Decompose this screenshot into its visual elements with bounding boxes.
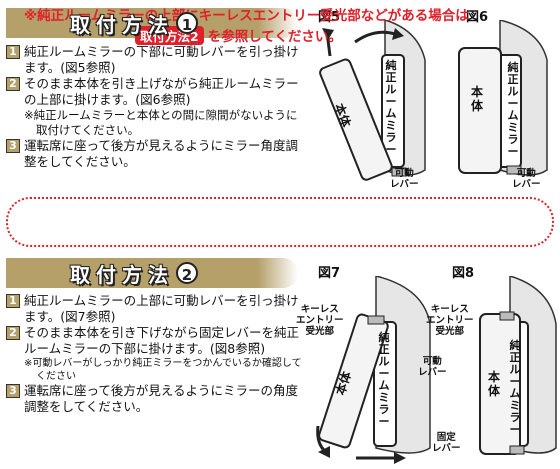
fig5-lever-label: 可動 レバー [390, 168, 419, 190]
fig8-lever-label: 固定 レバー [432, 432, 461, 454]
method1-step-3: 3 運転席に座って後方が見えるようにミラー角度調整をしてください。 [6, 138, 306, 170]
fig6-lever-label: 可動 レバー [512, 168, 541, 190]
notice-banner [6, 197, 554, 247]
fig6-diagram [458, 20, 548, 176]
method2-title-bar [6, 258, 298, 288]
step-note: ※可動レバーがしっかり純正ミラーをつかんでいるか確認してください [24, 358, 302, 382]
fig5-label: 図5 [318, 10, 341, 25]
method1-step-1: 1 純正ルームミラーの下部に可動レバーを引っ掛けます。(図5参照) [6, 44, 306, 76]
method1-steps: 1 純正ルームミラーの下部に可動レバーを引っ掛けます。(図5参照) 2 そのまま… [6, 44, 306, 170]
fig7-mirror-label: 純正ルームミラー [378, 331, 390, 428]
step-number: 3 [6, 384, 20, 398]
fig6-body-label: 本体 [470, 85, 483, 113]
method2-step-3: 3 運転席に座って後方が見えるようにミラーの角度調整をしてください。 [6, 383, 306, 415]
fig7-diagram [316, 276, 431, 464]
fig8-body-label: 本体 [487, 370, 500, 398]
fig6-label: 図6 [466, 10, 489, 25]
step-text: そのまま本体を引き上げながら純正ルームミラーの上部に掛けます。(図6参照) [24, 76, 299, 107]
notice-line2-text: を参照してください。 [207, 29, 342, 45]
step-number: 2 [6, 77, 20, 91]
fig7-keyless-label: キーレス エントリー 受光部 [296, 304, 344, 337]
step-text: 運転席に座って後方が見えるようにミラー角度調整をしてください。 [24, 138, 299, 169]
method1-title-number: 1 [176, 12, 198, 34]
fig7-lever-label: 可動 レバー [418, 356, 447, 378]
method2-title-number: 2 [176, 262, 198, 284]
fig8-keyless-label: キーレス エントリー 受光部 [426, 304, 474, 337]
method1-step-2: 2 そのまま本体を引き上げながら純正ルームミラーの上部に掛けます。(図6参照) … [6, 76, 306, 138]
step-text: 純正ルームミラーの下部に可動レバーを引っ掛けます。(図5参照) [24, 44, 299, 75]
step-text: 純正ルームミラーの上部に可動レバーを引っ掛けます。(図7参照) [24, 293, 299, 324]
method1-title-label: 取付方法 [70, 13, 174, 37]
fig7-label: 図7 [318, 266, 341, 281]
fig8-diagram [479, 276, 557, 455]
fig8-label: 図8 [452, 266, 475, 281]
step-number: 1 [6, 294, 20, 308]
step-number: 2 [6, 326, 20, 340]
step-text: 運転席に座って後方が見えるようにミラーの角度調整をしてください。 [24, 383, 299, 414]
fig6-mirror-label: 純正ルームミラー [507, 61, 519, 158]
fig8-mirror-label: 純正ルームミラー [509, 339, 521, 436]
step-number: 1 [6, 45, 20, 59]
step-number: 3 [6, 139, 20, 153]
method2-title-label: 取付方法 [70, 263, 174, 287]
fig5-mirror-label: 純正ルームミラー [385, 59, 397, 156]
notice-line1: ※純正ルームミラーの上部にキーレスエントリー受光部などがある場合は [24, 8, 469, 24]
method2-step-1: 1 純正ルームミラーの上部に可動レバーを引っ掛けます。(図7参照) [6, 293, 306, 325]
method2-steps: 1 純正ルームミラーの上部に可動レバーを引っ掛けます。(図7参照) 2 そのまま… [6, 293, 306, 415]
fig5-diagram [319, 20, 426, 181]
method2-step-2: 2 そのまま本体を引き下げながら固定レバーを純正ルームミラーの下部に掛けます。(… [6, 325, 306, 383]
step-text: そのまま本体を引き下げながら固定レバーを純正ルームミラーの下部に掛けます。(図8… [24, 325, 300, 356]
step-note: ※純正ルームミラーと本体との間に隙間がないように取付けてください。 [24, 108, 298, 137]
